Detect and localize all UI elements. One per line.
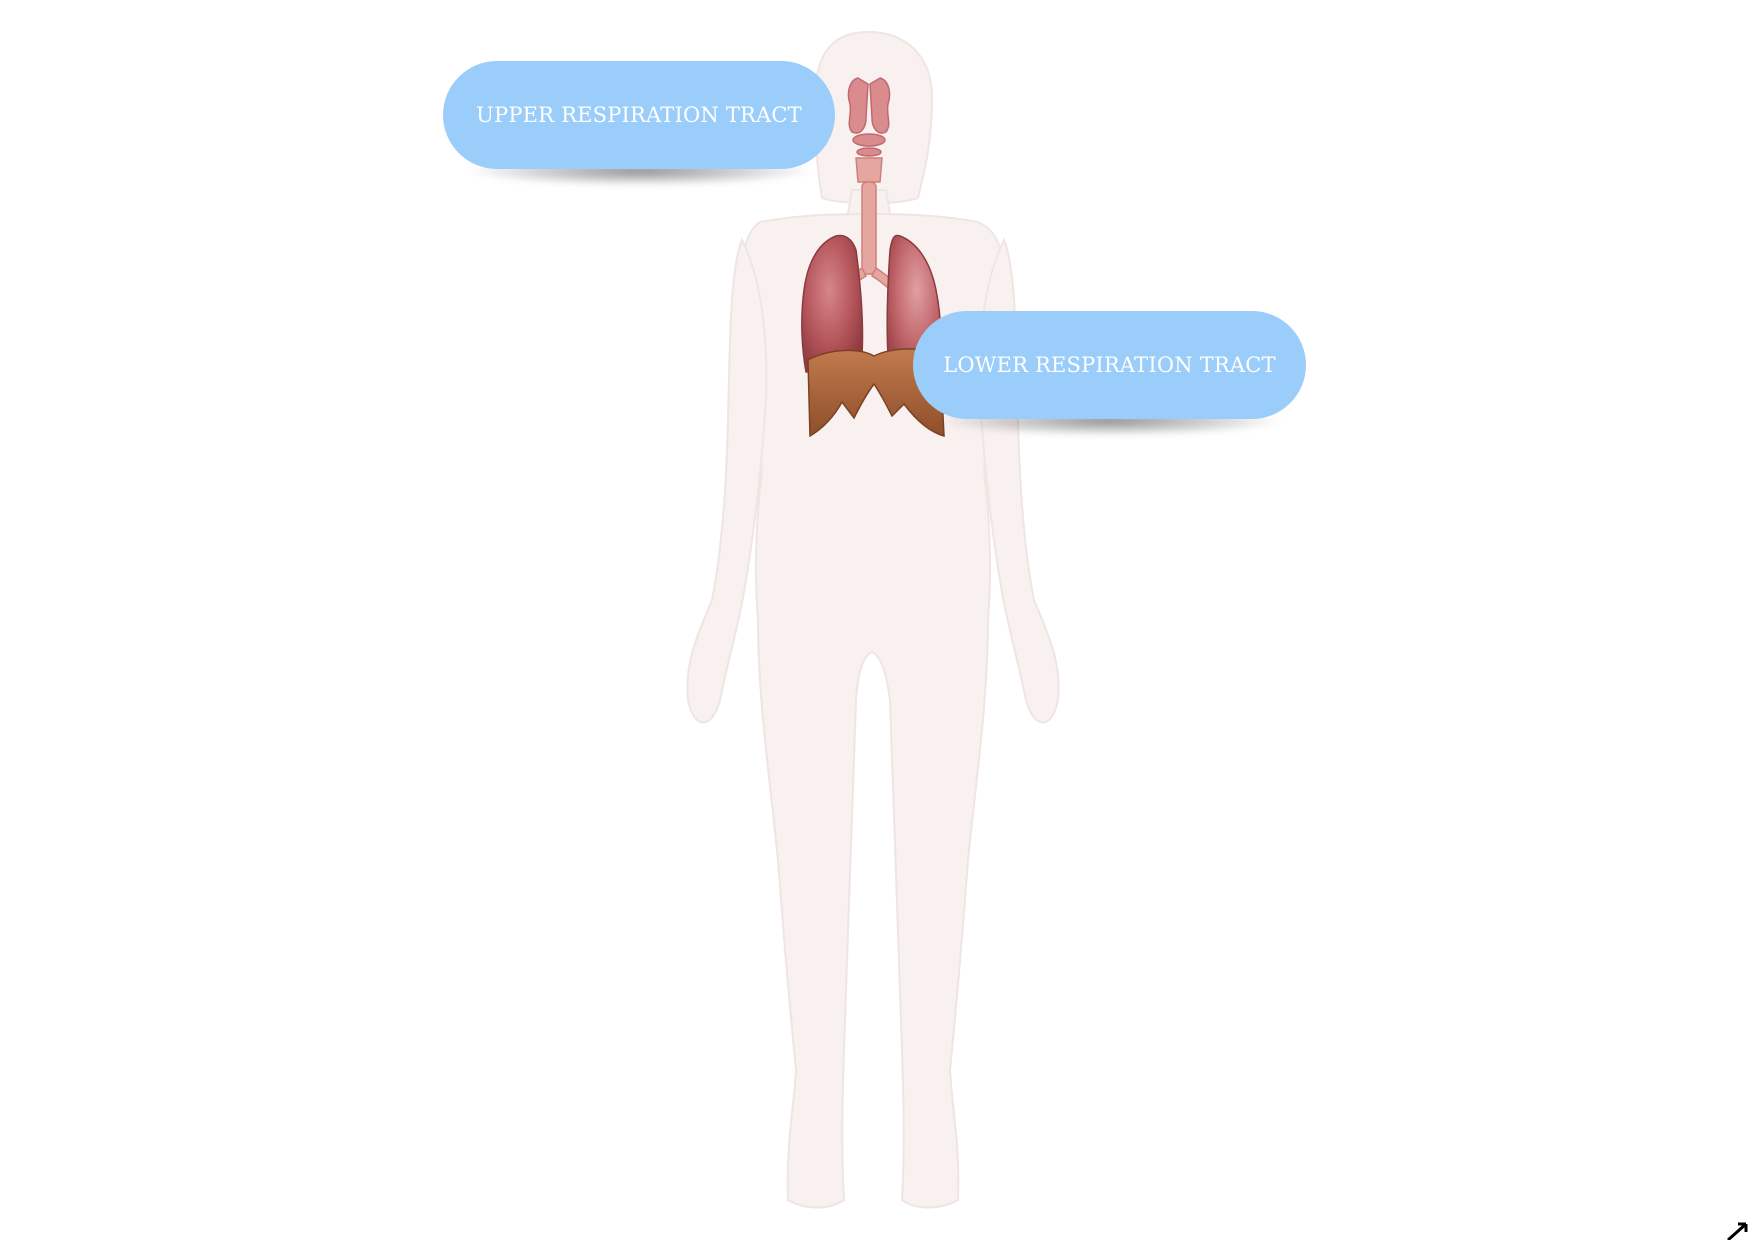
- nasal-cavity: [847, 77, 891, 157]
- upper-respiration-tract-button[interactable]: UPPER RESPIRATION TRACT: [443, 61, 835, 169]
- diaphragm: [807, 348, 945, 438]
- lower-respiration-tract-button[interactable]: LOWER RESPIRATION TRACT: [913, 311, 1306, 419]
- arrow-cursor-icon: [1727, 1222, 1748, 1240]
